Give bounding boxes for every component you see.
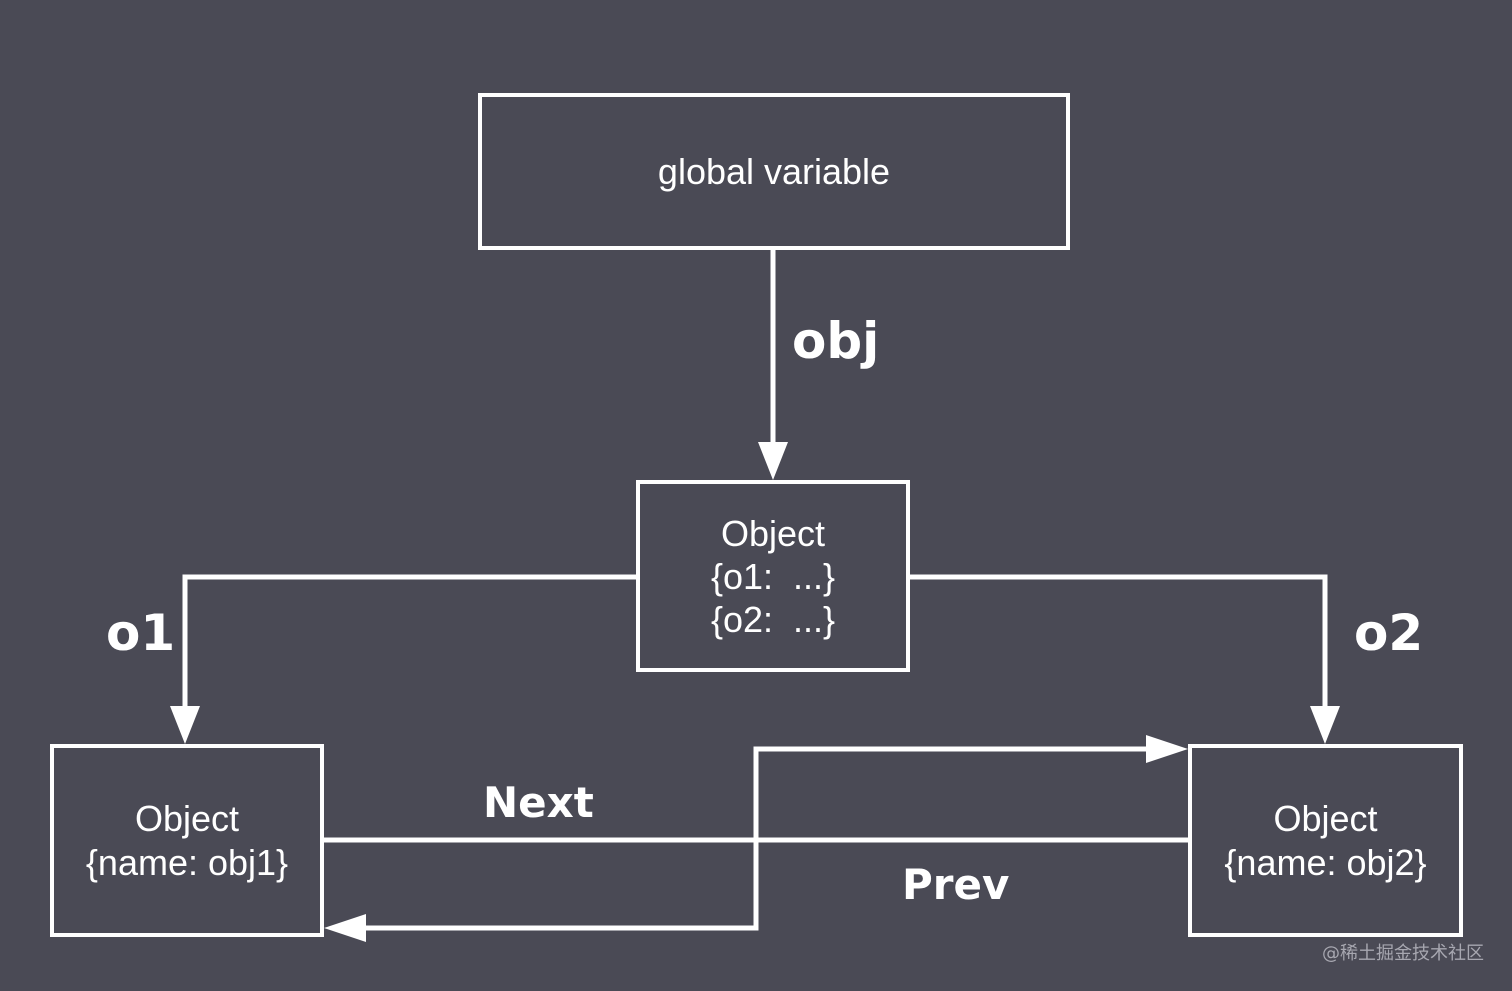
obj2-title: Object <box>1273 797 1378 839</box>
edge-prev-arrowhead <box>324 914 366 942</box>
obj1-title: Object <box>134 797 240 839</box>
obj2-name-prop: {name: obj2} <box>1224 841 1427 883</box>
edge-next-arrowhead <box>1146 735 1188 763</box>
edge-next-line <box>322 746 1152 843</box>
edge-o2-line <box>908 574 1328 712</box>
obj1-name-prop: {name: obj1} <box>85 841 289 883</box>
edge-label-o1: o1 <box>106 604 176 662</box>
global-variable-node: global variable <box>478 93 1070 250</box>
root-object-node: Object {o1: ...} {o2: ...} <box>636 480 910 672</box>
edge-label-prev: Prev <box>902 860 1010 909</box>
edge-o2-arrowhead <box>1310 706 1340 744</box>
edge-label-o2: o2 <box>1354 604 1424 662</box>
edge-obj-arrowhead <box>758 442 788 480</box>
watermark: @稀土掘金技术社区 <box>1322 943 1484 964</box>
edge-o1-line <box>182 574 638 712</box>
edge-label-next: Next <box>483 778 594 827</box>
edge-o1-arrowhead <box>170 706 200 744</box>
edge-prev-line <box>360 837 1190 931</box>
edge-label-obj: obj <box>792 312 880 370</box>
root-object-o1-prop: {o1: ...} <box>710 555 836 597</box>
obj2-node: Object {name: obj2} <box>1188 744 1463 937</box>
global-variable-label: global variable <box>657 150 891 192</box>
root-object-title: Object <box>720 512 826 554</box>
obj1-node: Object {name: obj1} <box>50 744 324 937</box>
root-object-o2-prop: {o2: ...} <box>710 598 836 640</box>
